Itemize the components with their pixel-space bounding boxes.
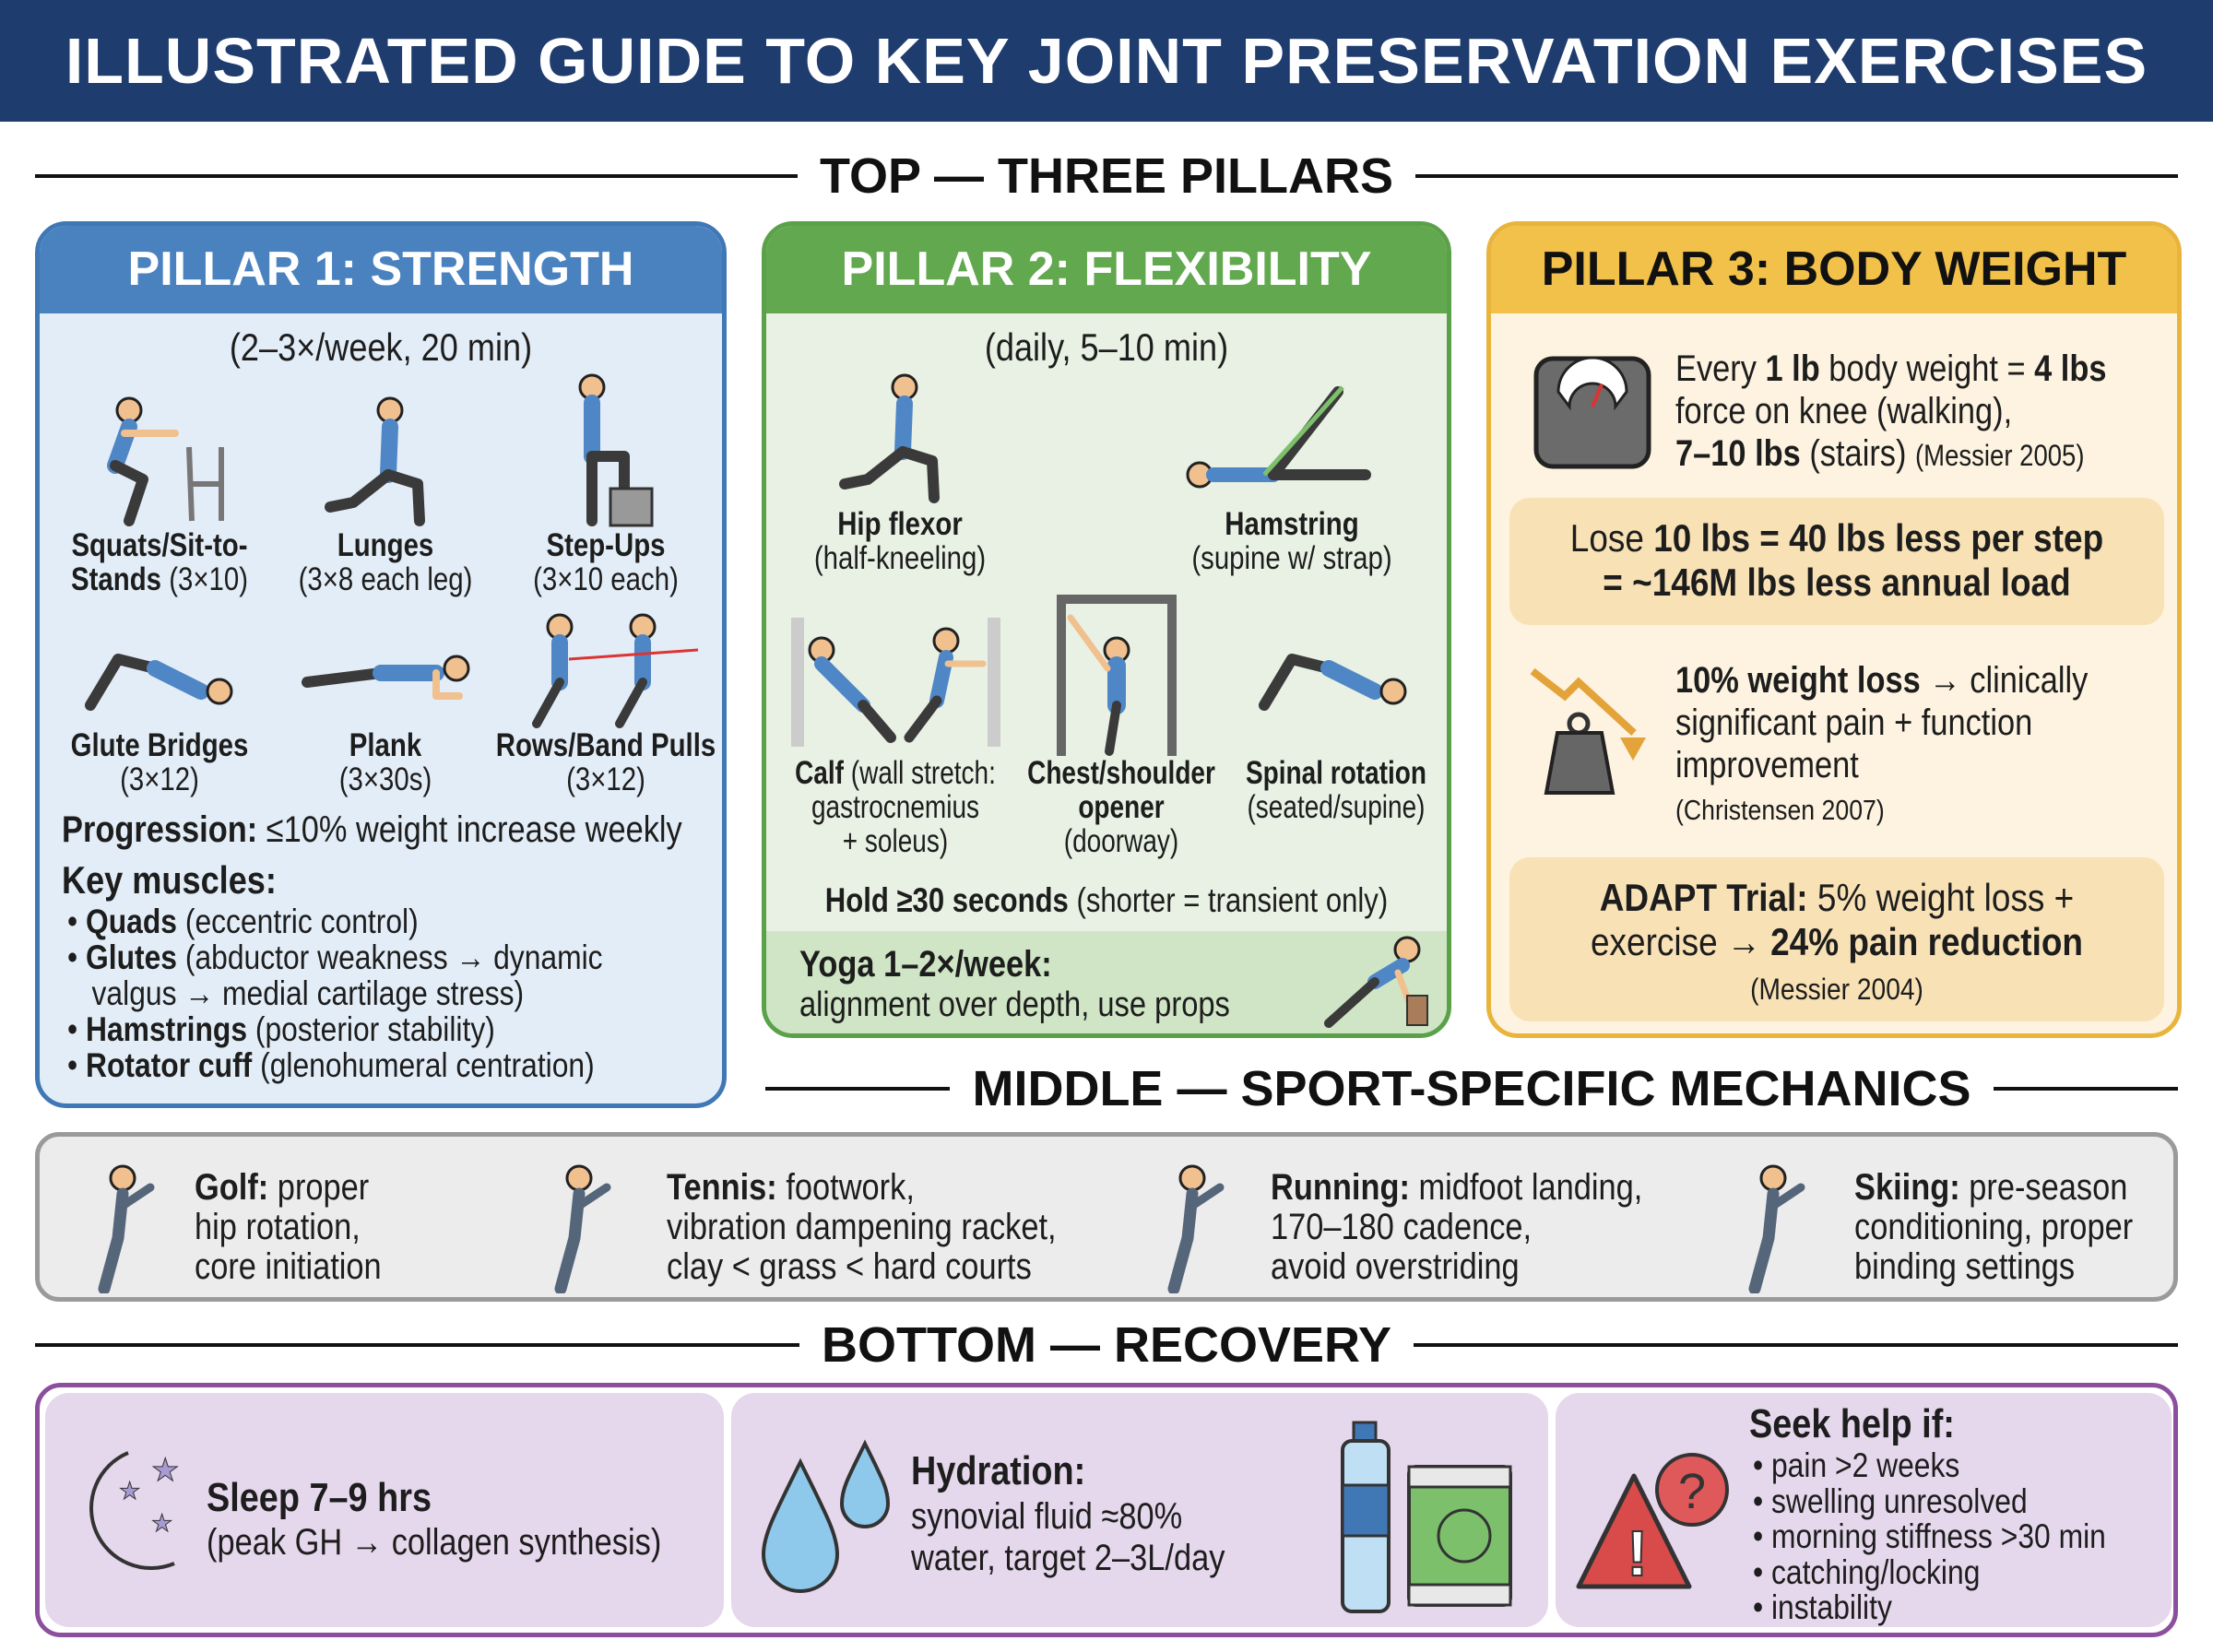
- list-item: • catching/locking: [1753, 1552, 1981, 1591]
- water-drops-icon: [761, 1439, 891, 1593]
- spinal-rotation-figure-icon: [1246, 631, 1421, 719]
- sport-running: Running: midfoot landing,170–180 cadence…: [1271, 1167, 1643, 1287]
- exercise-label: Step-Ups(3×10 each): [533, 527, 679, 597]
- list-item: • morning stiffness >30 min: [1753, 1517, 2106, 1555]
- stretch-label: Hip flexor(half-kneeling): [813, 506, 987, 576]
- seek-help-title: Seek help if:: [1749, 1401, 1955, 1446]
- pillar-title: PILLAR 1: STRENGTH: [40, 226, 722, 313]
- sleep-card: ★ ★ ★ Sleep 7–9 hrs (peak GH → collagen sy…: [45, 1393, 724, 1627]
- svg-text:★: ★: [119, 1477, 140, 1504]
- svg-text:★: ★: [151, 1509, 172, 1537]
- section-heading-middle: MIDDLE — SPORT-SPECIFIC MECHANICS: [765, 1060, 2178, 1117]
- pillar-strength: PILLAR 1: STRENGTH (2–3×/week, 20 min) S…: [35, 221, 727, 1108]
- recovery-panel: ★ ★ ★ Sleep 7–9 hrs (peak GH → collagen sy…: [35, 1383, 2178, 1637]
- band-pull-figure-icon: [514, 613, 699, 738]
- exercise-label: Plank(3×30s): [338, 727, 432, 797]
- runner-icon: [1155, 1164, 1229, 1298]
- exercise-label: Rows/Band Pulls(3×12): [495, 727, 716, 797]
- water-bottle-and-food-icon: [1341, 1421, 1512, 1613]
- yoga-heading: Yoga 1–2×/week:: [799, 944, 1052, 985]
- step-up-figure-icon: [555, 373, 657, 535]
- frequency: (2–3×/week, 20 min): [229, 325, 533, 369]
- hydration-card: Hydration: synovial fluid ≈80%water, tar…: [731, 1393, 1548, 1627]
- squat-figure-icon: [74, 392, 231, 535]
- stretch-label: Hamstring(supine w/ strap): [1191, 506, 1392, 576]
- pillar-body-weight: PILLAR 3: BODY WEIGHT Every 1 lb body we…: [1486, 221, 2182, 1038]
- list-item: • instability: [1753, 1588, 1892, 1626]
- pillar-title: PILLAR 3: BODY WEIGHT: [1491, 226, 2177, 313]
- lunge-figure-icon: [316, 392, 455, 535]
- section-heading-bottom: BOTTOM — RECOVERY: [35, 1316, 2179, 1374]
- progression-note: Progression: ≤10% weight increase weekly: [62, 809, 682, 850]
- list-item: • Glutes (abductor weakness → dynamic va…: [67, 938, 603, 1012]
- sleep-desc: (peak GH → collagen synthesis): [207, 1522, 662, 1563]
- stretch-label: Calf (wall stretch:gastrocnemius+ soleus…: [795, 755, 996, 859]
- exercise-label: Squats/Sit-to-Stands (3×10): [70, 527, 249, 597]
- svg-text:!: !: [1627, 1517, 1648, 1589]
- key-muscles-heading: Key muscles:: [62, 858, 277, 902]
- key-muscles-list: • Quads (eccentric control) • Glutes (ab…: [67, 903, 603, 1083]
- adapt-trial-box: ADAPT Trial: 5% weight loss +exercise → …: [1509, 857, 2164, 1021]
- section-label: BOTTOM — RECOVERY: [821, 1317, 1392, 1373]
- hip-flexor-figure-icon: [831, 369, 969, 512]
- bathroom-scale-icon: [1533, 356, 1651, 469]
- sleep-title: Sleep 7–9 hrs: [207, 1475, 432, 1520]
- bridge-figure-icon: [72, 631, 247, 719]
- yoga-band: Yoga 1–2×/week: alignment over depth, us…: [766, 931, 1447, 1033]
- moon-stars-icon: ★ ★ ★: [89, 1451, 180, 1570]
- hydration-desc: synovial fluid ≈80%water, target 2–3L/da…: [911, 1496, 1225, 1578]
- skier-icon: [1736, 1164, 1810, 1298]
- seek-help-list: • pain >2 weeks• swelling unresolved• mo…: [1753, 1446, 2106, 1626]
- hydration-title: Hydration:: [911, 1448, 1086, 1493]
- tennis-player-icon: [542, 1164, 616, 1298]
- weight-loss-load-box: Lose 10 lbs = 40 lbs less per step= ~146…: [1509, 498, 2164, 625]
- list-item: • Rotator cuff (glenohumeral centration): [67, 1046, 595, 1084]
- svg-text:?: ?: [1678, 1464, 1706, 1519]
- sport-tennis: Tennis: footwork,vibration dampening rac…: [667, 1167, 1057, 1287]
- exercise-label: Lunges(3×8 each leg): [298, 527, 473, 597]
- list-item: • Quads (eccentric control): [67, 903, 419, 940]
- warning-question-icon: !?: [1576, 1453, 1729, 1590]
- golfer-icon: [86, 1164, 160, 1298]
- yoga-text: alignment over depth, use props: [799, 985, 1230, 1024]
- svg-text:★: ★: [151, 1453, 179, 1488]
- list-item: • Hamstrings (posterior stability): [67, 1010, 495, 1048]
- exercise-label: Glute Bridges(3×12): [70, 727, 249, 797]
- list-item: • pain >2 weeks: [1753, 1446, 1960, 1484]
- section-label: MIDDLE — SPORT-SPECIFIC MECHANICS: [972, 1061, 1971, 1116]
- doorway-stretch-figure-icon: [1052, 590, 1181, 761]
- yoga-figure-icon: [1320, 936, 1430, 1032]
- frequency: (daily, 5–10 min): [984, 325, 1229, 369]
- section-label: TOP — THREE PILLARS: [819, 148, 1394, 204]
- calf-wall-stretch-figure-icon: [789, 613, 1001, 756]
- section-heading-top: TOP — THREE PILLARS: [35, 148, 2178, 205]
- hamstring-strap-figure-icon: [1181, 373, 1402, 498]
- weight-down-trend-icon: [1530, 667, 1646, 795]
- plank-figure-icon: [298, 645, 473, 714]
- hold-note: Hold ≥30 seconds (shorter = transient on…: [824, 881, 1389, 919]
- page-title: ILLUSTRATED GUIDE TO KEY JOINT PRESERVAT…: [0, 0, 2213, 122]
- list-item: • swelling unresolved: [1753, 1481, 2028, 1520]
- seek-help-card: !? Seek help if: • pain >2 weeks• swelli…: [1556, 1393, 2172, 1627]
- stretch-label: Spinal rotation(seated/supine): [1246, 755, 1426, 825]
- pillar-flexibility: PILLAR 2: FLEXIBILITY (daily, 5–10 min) …: [762, 221, 1451, 1038]
- pillar-title: PILLAR 2: FLEXIBILITY: [766, 226, 1447, 313]
